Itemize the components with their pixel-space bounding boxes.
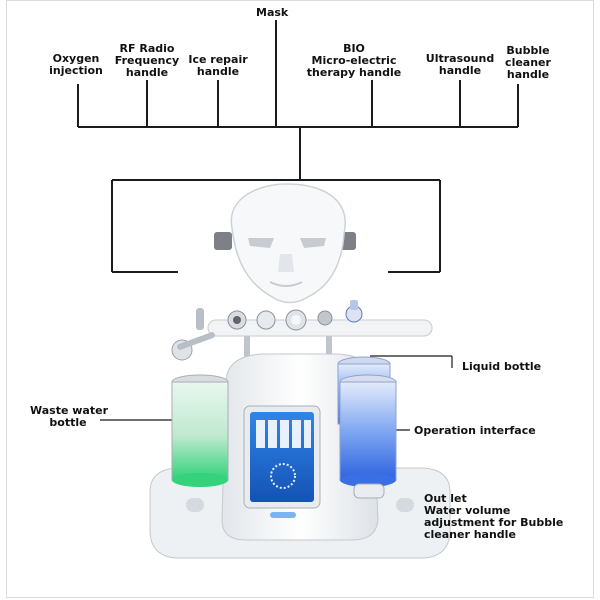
label-oxygen-line-2: injection [49, 64, 103, 77]
label-waste-line-2: bottle [49, 416, 87, 429]
image-frame [6, 0, 594, 598]
label-bubble-line-3: handle [506, 68, 550, 81]
label-bubble-line-2: cleaner [505, 56, 551, 69]
operation-screen [243, 405, 321, 518]
label-outlet-line-3: adjustment for Bubble [424, 516, 564, 529]
handle-rack [171, 300, 433, 361]
label-rf-line-1: RF Radio [119, 42, 175, 55]
label-bubble-cleaner-handle: Bubble cleaner handle [500, 45, 556, 81]
label-outlet-line-2: Water volume [424, 504, 511, 517]
label-connector-lines [77, 20, 519, 273]
label-outlet-water-volume: Out let Water volume adjustment for Bubb… [424, 493, 563, 541]
label-ice-repair-handle: Ice repair handle [184, 54, 252, 78]
label-operation-interface: Operation interface [414, 424, 536, 437]
label-bio-line-3: therapy handle [306, 66, 402, 79]
label-waste-line-1: Waste water [30, 404, 108, 417]
waste-water-bottle [171, 374, 229, 487]
led-mask [214, 183, 356, 304]
label-mask: Mask [256, 6, 289, 19]
label-outlet-line-1: Out let [424, 492, 467, 505]
label-bubble-line-1: Bubble [506, 44, 550, 57]
label-liquid-bottle: Liquid bottle [462, 360, 542, 373]
label-ice-line-1: Ice repair [188, 53, 248, 66]
label-rf-handle: RF Radio Frequency handle [112, 43, 182, 79]
label-ultrasound-line-1: Ultrasound [425, 52, 495, 65]
label-rf-line-3: handle [125, 66, 169, 79]
label-bio-line-2: Micro-electric [311, 54, 397, 67]
liquid-bottles [337, 356, 397, 499]
label-ultrasound-line-2: handle [438, 64, 482, 77]
label-rf-line-2: Frequency [114, 54, 180, 67]
label-ice-line-2: handle [196, 65, 240, 78]
label-ultrasound-handle: Ultrasound handle [420, 53, 500, 77]
label-waste-water-bottle: Waste water bottle [30, 404, 108, 429]
label-oxygen-injection: Oxygen injection [40, 53, 112, 77]
label-oxygen-line-1: Oxygen [52, 52, 100, 65]
label-outlet-line-4: cleaner handle [424, 528, 516, 541]
label-bio-line-1: BIO [343, 42, 365, 55]
label-bio-handle: BIO Micro-electric therapy handle [306, 43, 402, 79]
